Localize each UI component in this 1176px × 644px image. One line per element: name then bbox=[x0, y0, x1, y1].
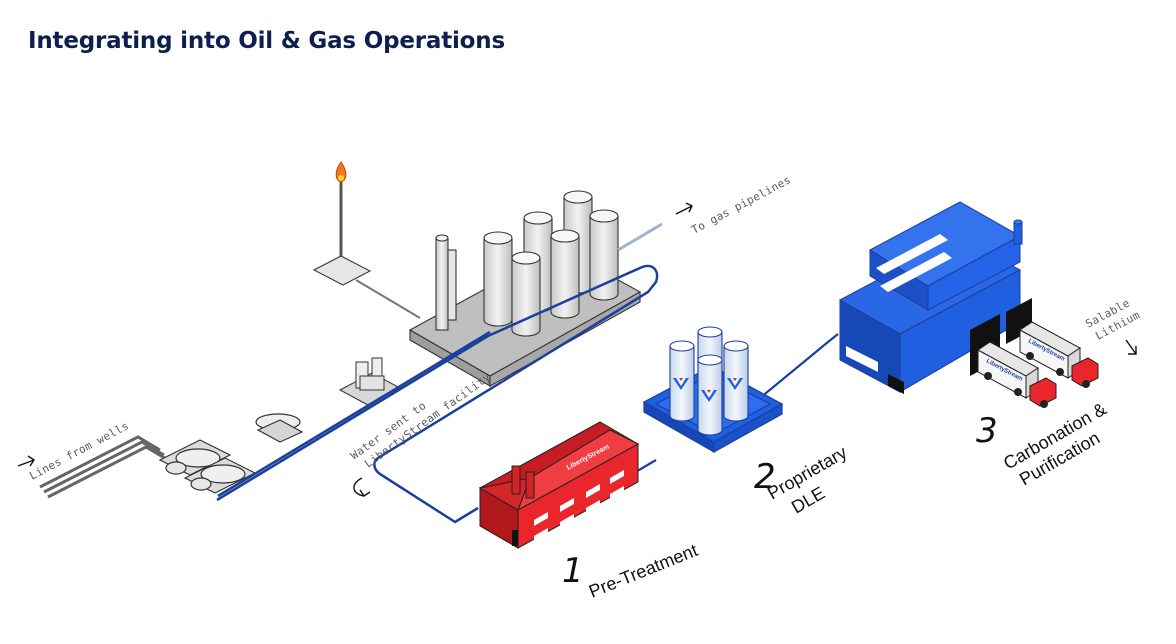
step-2-number: 2 bbox=[754, 457, 776, 497]
arrow-down-right-icon bbox=[1125, 339, 1137, 355]
dle-tank-logos bbox=[673, 378, 743, 402]
truck bbox=[1019, 321, 1099, 388]
separator-unit bbox=[338, 357, 402, 406]
arrow-right-icon bbox=[17, 455, 35, 467]
truck-front bbox=[977, 341, 1057, 408]
page-title: Integrating into Oil & Gas Operations bbox=[28, 28, 505, 54]
flare-stack bbox=[312, 161, 421, 319]
curved-arrow-icon bbox=[353, 477, 371, 497]
dle-tanks bbox=[669, 326, 749, 436]
wellhead-units bbox=[158, 413, 304, 494]
gas-pipeline bbox=[617, 222, 663, 252]
pre-treatment-building bbox=[478, 421, 640, 549]
step-3-number: 3 bbox=[976, 411, 998, 451]
step-1-number: 1 bbox=[562, 551, 584, 591]
to-gas-pipelines-label: To gas pipelines bbox=[689, 173, 793, 236]
arrow-up-right-icon bbox=[675, 202, 693, 215]
water-pipe bbox=[216, 264, 659, 524]
step-1-label: Pre-Treatment bbox=[586, 540, 700, 602]
well-lines bbox=[39, 435, 169, 499]
arrow-icons bbox=[17, 202, 1137, 497]
